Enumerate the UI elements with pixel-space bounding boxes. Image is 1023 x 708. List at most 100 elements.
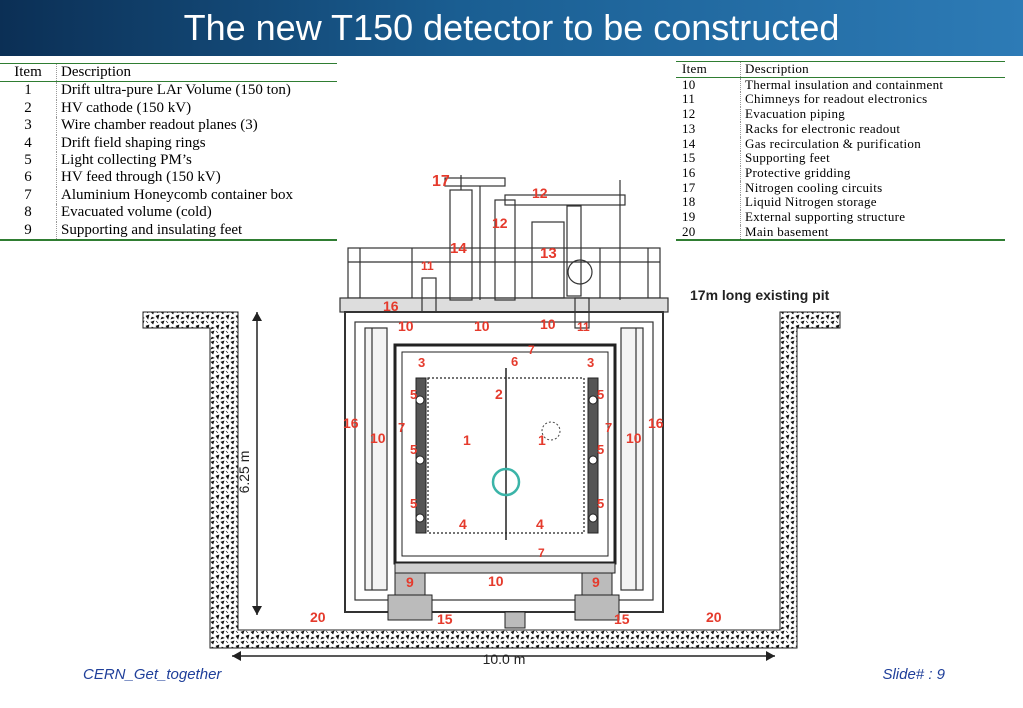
callout-label: 9: [406, 574, 414, 590]
callout-label: 7: [528, 343, 535, 357]
callout-label: 1: [538, 432, 546, 448]
callout-label: 3: [587, 355, 594, 370]
item-description: Racks for electronic readout: [745, 120, 901, 136]
item-description: Aluminium Honeycomb container box: [61, 186, 294, 203]
item-description: Nitrogen cooling circuits: [745, 179, 883, 195]
height-dimension: [252, 312, 262, 615]
callout-label: 6: [511, 354, 518, 369]
item-description: Protective gridding: [745, 164, 851, 180]
callout-label: 2: [495, 386, 503, 402]
top-equipment: [421, 175, 626, 329]
item-description: Thermal insulation and containment: [745, 76, 944, 92]
callout-label: 10: [488, 573, 504, 589]
callout-label: 15: [614, 611, 630, 627]
item-number: 8: [0, 204, 57, 222]
item-number: 1: [0, 81, 57, 100]
callout-label: 1: [463, 432, 471, 448]
callout-label: 12: [492, 215, 508, 231]
callout-label: 9: [592, 574, 600, 590]
callout-label: 3: [418, 355, 425, 370]
width-label: 10.0 m: [483, 651, 526, 667]
container-box: [393, 343, 617, 574]
callout-label: 11: [577, 320, 590, 334]
item-number: 3: [0, 117, 57, 135]
callout-label: 10: [474, 318, 490, 334]
item-description: Chimneys for readout electronics: [745, 91, 928, 107]
callout-label: 14: [450, 240, 467, 257]
callout-label: 10: [540, 316, 556, 332]
slide-title: The new T150 detector to be constructed: [183, 7, 840, 48]
item-number: 15: [676, 151, 741, 166]
item-description: Evacuated volume (cold): [61, 204, 212, 221]
item-description: External supporting structure: [745, 209, 906, 225]
feet: [387, 572, 620, 629]
item-number: 16: [676, 165, 741, 181]
item-description: Liquid Nitrogen storage: [745, 194, 877, 210]
item-number: 12: [676, 106, 741, 122]
item-number: 2: [0, 99, 57, 118]
footer-slide-number: Slide# : 9: [882, 666, 945, 683]
callout-label: 12: [532, 185, 548, 201]
item-description: Wire chamber readout planes (3): [61, 117, 258, 134]
item-number: 17: [676, 180, 741, 196]
callout-label: 5: [410, 442, 417, 457]
callout-label: 4: [536, 516, 544, 532]
callout-label: 10: [626, 430, 642, 446]
pit-label: 17m long existing pit: [690, 287, 830, 303]
hv-feedthrough-marker: [491, 467, 521, 497]
callout-label: 5: [597, 496, 604, 511]
callout-label: 10: [398, 318, 414, 334]
callout-label: 7: [538, 546, 545, 560]
callout-label: 7: [605, 420, 612, 435]
table-header-row: Item Description: [0, 62, 337, 83]
pm-marker: [541, 421, 561, 441]
footer-event: CERN_Get_together: [83, 666, 222, 683]
item-description: Supporting and insulating feet: [56, 221, 337, 242]
item-description: HV feed through (150 kV): [61, 169, 221, 186]
callout-label: 16: [343, 415, 359, 431]
callout-label: 7: [398, 420, 405, 435]
callout-label: 17: [432, 173, 450, 190]
height-label: 6.25 m: [236, 451, 252, 494]
pm-symbols: [415, 395, 598, 523]
table-header-row: Item Description: [676, 61, 1005, 78]
header-item: Item: [676, 61, 741, 78]
item-number: 18: [676, 195, 741, 211]
item-number: 5: [0, 152, 57, 170]
item-description: Drift field shaping rings: [61, 134, 206, 151]
item-number: 9: [0, 221, 57, 242]
item-description: Gas recirculation & purification: [745, 135, 922, 151]
callout-label: 11: [421, 259, 434, 273]
header-description: Description: [56, 62, 337, 83]
pit-walls: [142, 311, 841, 649]
header-description: Description: [740, 61, 1005, 78]
callout-label: 10: [370, 430, 386, 446]
header-item: Item: [0, 62, 57, 83]
callout-label: 5: [597, 442, 604, 457]
callout-label: 16: [648, 415, 664, 431]
callout-label: 20: [310, 609, 326, 625]
title-bar: [0, 0, 1023, 56]
width-dimension: [232, 651, 775, 661]
